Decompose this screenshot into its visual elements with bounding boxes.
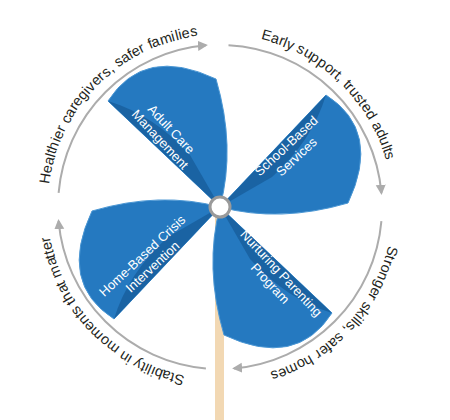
- blade: [79, 200, 220, 319]
- arc-letter: s: [189, 24, 198, 39]
- arc-letter: H: [37, 172, 53, 185]
- blade: [108, 66, 227, 207]
- blade: [220, 95, 361, 214]
- blade: [213, 207, 332, 348]
- pinwheel-hub: [210, 197, 230, 217]
- arc-letter: s: [382, 150, 398, 161]
- pinwheel: [79, 66, 361, 348]
- cycle-ring: [59, 45, 382, 368]
